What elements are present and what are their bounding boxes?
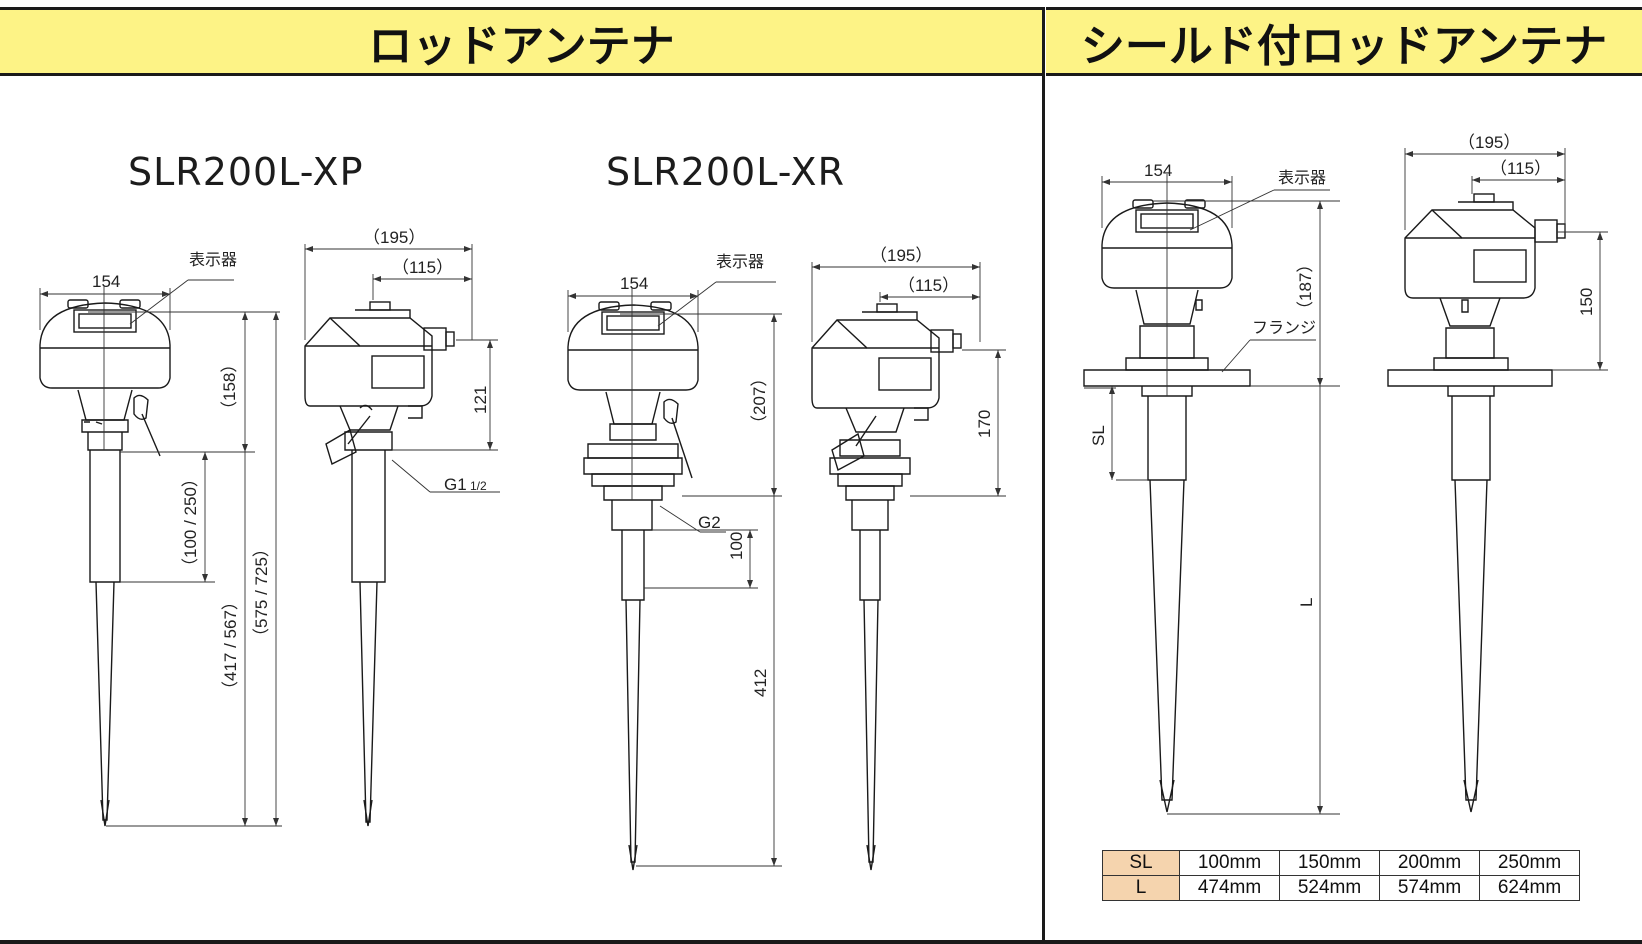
dim-shielded-150: 150 bbox=[1577, 288, 1596, 316]
xr-side-view bbox=[811, 303, 962, 871]
dim-xp-width: 154 bbox=[92, 272, 120, 291]
label-shielded-flange: フランジ bbox=[1252, 318, 1316, 337]
dim-xr-207: （207） bbox=[750, 370, 769, 432]
spec-cell: 624mm bbox=[1479, 875, 1580, 901]
spec-cell: 524mm bbox=[1279, 875, 1380, 901]
dim-xp-side-body: （115） bbox=[392, 258, 453, 277]
dim-xp-417-567: （417 / 567） bbox=[221, 593, 240, 698]
dim-shielded-187: （187） bbox=[1296, 256, 1315, 318]
section-header-shielded-rod-antenna: シールド付ロッドアンテナ bbox=[1046, 7, 1642, 76]
spec-cell: 200mm bbox=[1379, 850, 1480, 876]
spec-table: SL 100mm 150mm 200mm 250mm L 474mm 524mm… bbox=[1102, 850, 1580, 901]
spec-head-l: L bbox=[1102, 875, 1180, 901]
dim-xr-170: 170 bbox=[975, 410, 994, 438]
arrow-heads bbox=[40, 151, 1603, 866]
dim-shielded-side-body: （115） bbox=[1490, 159, 1551, 178]
spec-cell: 150mm bbox=[1279, 850, 1380, 876]
spec-cell: 100mm bbox=[1179, 850, 1280, 876]
section-header-rod-antenna: ロッドアンテナ bbox=[0, 7, 1043, 76]
spec-row-sl: SL 100mm 150mm 200mm 250mm bbox=[1102, 850, 1580, 876]
xp-front-view bbox=[39, 299, 171, 827]
xr-front-view bbox=[567, 301, 699, 871]
model-title-xr: SLR200L-XR bbox=[606, 150, 845, 194]
dim-xp-121: 121 bbox=[471, 386, 490, 414]
dim-shielded-SL: SL bbox=[1089, 425, 1108, 446]
spec-head-sl: SL bbox=[1102, 850, 1180, 876]
label-xp-thread-g1: G1 bbox=[444, 475, 467, 494]
dim-shielded-side-total: （195） bbox=[1458, 133, 1520, 152]
label-xr-thread-g2: G2 bbox=[698, 513, 721, 532]
section-divider bbox=[1042, 7, 1045, 944]
spec-cell: 574mm bbox=[1379, 875, 1480, 901]
label-xp-display: 表示器 bbox=[189, 250, 237, 269]
dimension-lines bbox=[39, 148, 1608, 867]
shielded-side-view bbox=[1387, 193, 1566, 813]
label-xp-thread-fraction: 1/2 bbox=[470, 479, 487, 493]
dim-xr-width: 154 bbox=[620, 274, 648, 293]
spec-cell: 250mm bbox=[1479, 850, 1580, 876]
dim-xr-side-total: （195） bbox=[870, 246, 932, 265]
dim-xp-158: （158） bbox=[220, 356, 239, 418]
dim-xr-412: 412 bbox=[751, 669, 770, 697]
spec-row-l: L 474mm 524mm 574mm 624mm bbox=[1102, 875, 1580, 901]
dim-shielded-width: 154 bbox=[1144, 161, 1172, 180]
spec-cell: 474mm bbox=[1179, 875, 1280, 901]
bottom-border bbox=[0, 940, 1642, 944]
label-shielded-display: 表示器 bbox=[1278, 168, 1326, 187]
dim-xp-side-total: （195） bbox=[363, 228, 425, 247]
dim-xp-100-250: （100 / 250） bbox=[181, 470, 200, 575]
model-title-xp: SLR200L-XP bbox=[128, 150, 364, 194]
dim-xr-100: 100 bbox=[727, 532, 746, 560]
dim-xr-side-body: （115） bbox=[898, 276, 959, 295]
dim-xp-575-725: （575 / 725） bbox=[252, 540, 271, 645]
xp-side-view bbox=[304, 301, 455, 827]
dim-shielded-L: L bbox=[1297, 598, 1316, 607]
label-xr-display: 表示器 bbox=[716, 252, 764, 271]
